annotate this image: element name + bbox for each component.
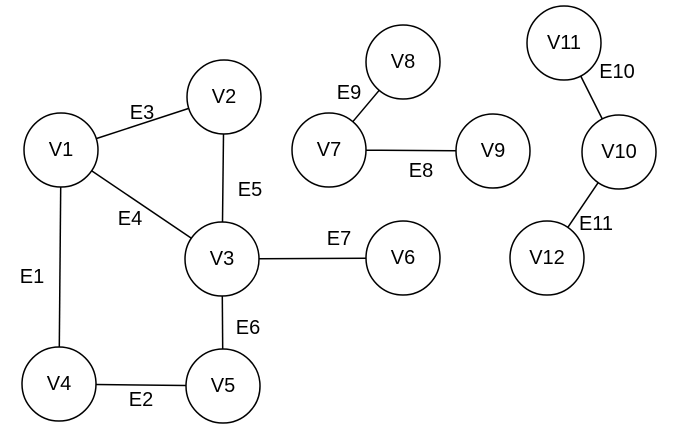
node-V2-label: V2 xyxy=(212,86,236,108)
edge-E1-line xyxy=(58,186,62,348)
edge-E4-line xyxy=(91,170,192,239)
node-V12-label: V12 xyxy=(529,247,565,269)
edge-E4-label: E4 xyxy=(118,208,142,230)
edge-E1-label: E1 xyxy=(20,266,44,288)
node-V4-label: V4 xyxy=(47,373,71,395)
node-V1-label: V1 xyxy=(49,139,73,161)
node-V10-label: V10 xyxy=(601,141,637,163)
edge-E7-line xyxy=(258,257,367,260)
edge-E5-label: E5 xyxy=(238,179,262,201)
node-V9-circle xyxy=(455,113,531,189)
node-V3-circle xyxy=(184,221,260,297)
node-V6-label: V6 xyxy=(391,247,415,269)
node-V2-circle xyxy=(186,59,262,135)
edge-E3-label: E3 xyxy=(130,102,154,124)
edge-E11-label: E11 xyxy=(579,213,613,235)
node-V6-circle xyxy=(365,220,441,296)
edge-E10-line xyxy=(580,75,603,120)
node-V10-circle xyxy=(581,114,657,190)
node-V11-circle xyxy=(526,5,602,81)
node-V8-label: V8 xyxy=(391,51,415,73)
edge-E8-label: E8 xyxy=(409,160,433,182)
edge-E9-line xyxy=(352,89,380,123)
edge-E11-line xyxy=(567,182,599,228)
edge-E5-line xyxy=(221,133,225,223)
edge-E9-label: E9 xyxy=(337,82,361,104)
edge-E8-line xyxy=(365,149,457,152)
node-V9-label: V9 xyxy=(481,140,505,162)
node-V7-circle xyxy=(291,112,367,188)
edge-E2-line xyxy=(95,383,187,387)
node-V3-label: V3 xyxy=(210,248,234,270)
node-V4-circle xyxy=(21,346,97,422)
node-V5-label: V5 xyxy=(211,375,235,397)
edge-E3-line xyxy=(95,107,190,140)
edge-E6-label: E6 xyxy=(236,317,260,339)
node-V1-circle xyxy=(23,112,99,188)
node-V7-label: V7 xyxy=(317,139,341,161)
edge-E7-label: E7 xyxy=(327,228,351,250)
edge-E10-label: E10 xyxy=(599,61,635,83)
edge-E2-label: E2 xyxy=(129,389,153,411)
node-V5-circle xyxy=(185,348,261,424)
node-V11-label: V11 xyxy=(547,32,581,54)
node-V12-circle xyxy=(509,220,585,296)
node-V8-circle xyxy=(365,24,441,100)
